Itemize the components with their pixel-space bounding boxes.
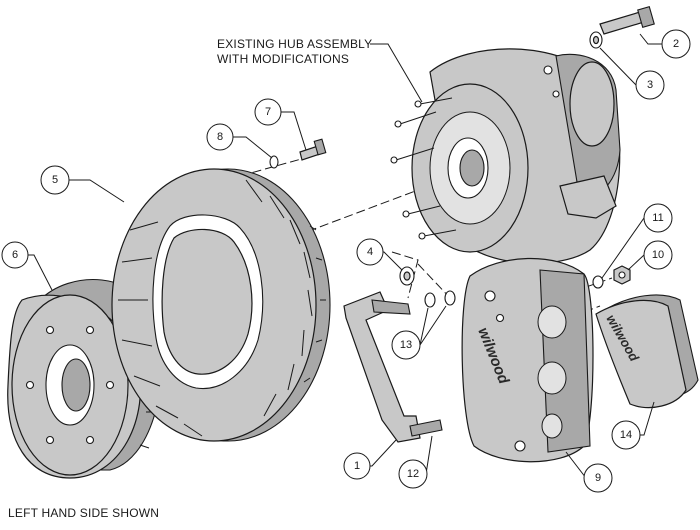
hub-washer	[589, 31, 603, 49]
callout-5: 5	[40, 165, 70, 195]
callout-9: 9	[583, 463, 613, 493]
callout-10: 10	[643, 240, 673, 270]
caliper-bracket	[343, 291, 443, 443]
svg-text:2: 2	[673, 38, 679, 50]
svg-text:7: 7	[265, 106, 271, 118]
callout-8: 8	[206, 123, 234, 151]
svg-text:14: 14	[620, 429, 632, 441]
callout-3: 3	[635, 70, 665, 100]
footer-note: LEFT HAND SIDE SHOWN	[8, 506, 160, 520]
caliper-nut	[613, 265, 631, 285]
rotor-washer	[269, 155, 279, 169]
caliper: wilwood	[461, 257, 594, 463]
shim-washers	[424, 290, 456, 308]
svg-text:8: 8	[217, 131, 223, 143]
rotor-bolt	[299, 138, 327, 161]
svg-text:3: 3	[647, 79, 653, 91]
callout-1: 1	[343, 452, 371, 480]
callout-6: 6	[1, 241, 29, 269]
hub-assembly	[390, 48, 621, 264]
hub-note-line2: WITH MODIFICATIONS	[217, 52, 350, 66]
callout-2: 2	[661, 29, 691, 59]
brake-pads: wilwood	[595, 294, 699, 409]
svg-text:6: 6	[12, 249, 18, 261]
svg-text:11: 11	[652, 212, 663, 224]
caliper-washer	[592, 275, 604, 289]
callout-4: 4	[356, 238, 384, 266]
svg-text:1: 1	[354, 460, 360, 472]
svg-text:13: 13	[400, 339, 412, 351]
callout-7: 7	[254, 98, 282, 126]
callout-12: 12	[398, 459, 428, 489]
callout-11: 11	[643, 203, 673, 233]
svg-text:4: 4	[367, 246, 373, 258]
brake-rotor	[111, 168, 331, 442]
hub-bolt	[599, 6, 655, 35]
hub-note-line1: EXISTING HUB ASSEMBLY	[217, 37, 373, 51]
callout-14: 14	[611, 420, 641, 450]
svg-text:12: 12	[407, 468, 419, 480]
spacer-washer	[399, 266, 415, 286]
svg-text:10: 10	[652, 249, 664, 261]
svg-text:5: 5	[52, 174, 58, 186]
callout-13: 13	[391, 330, 421, 360]
svg-text:9: 9	[595, 472, 601, 484]
